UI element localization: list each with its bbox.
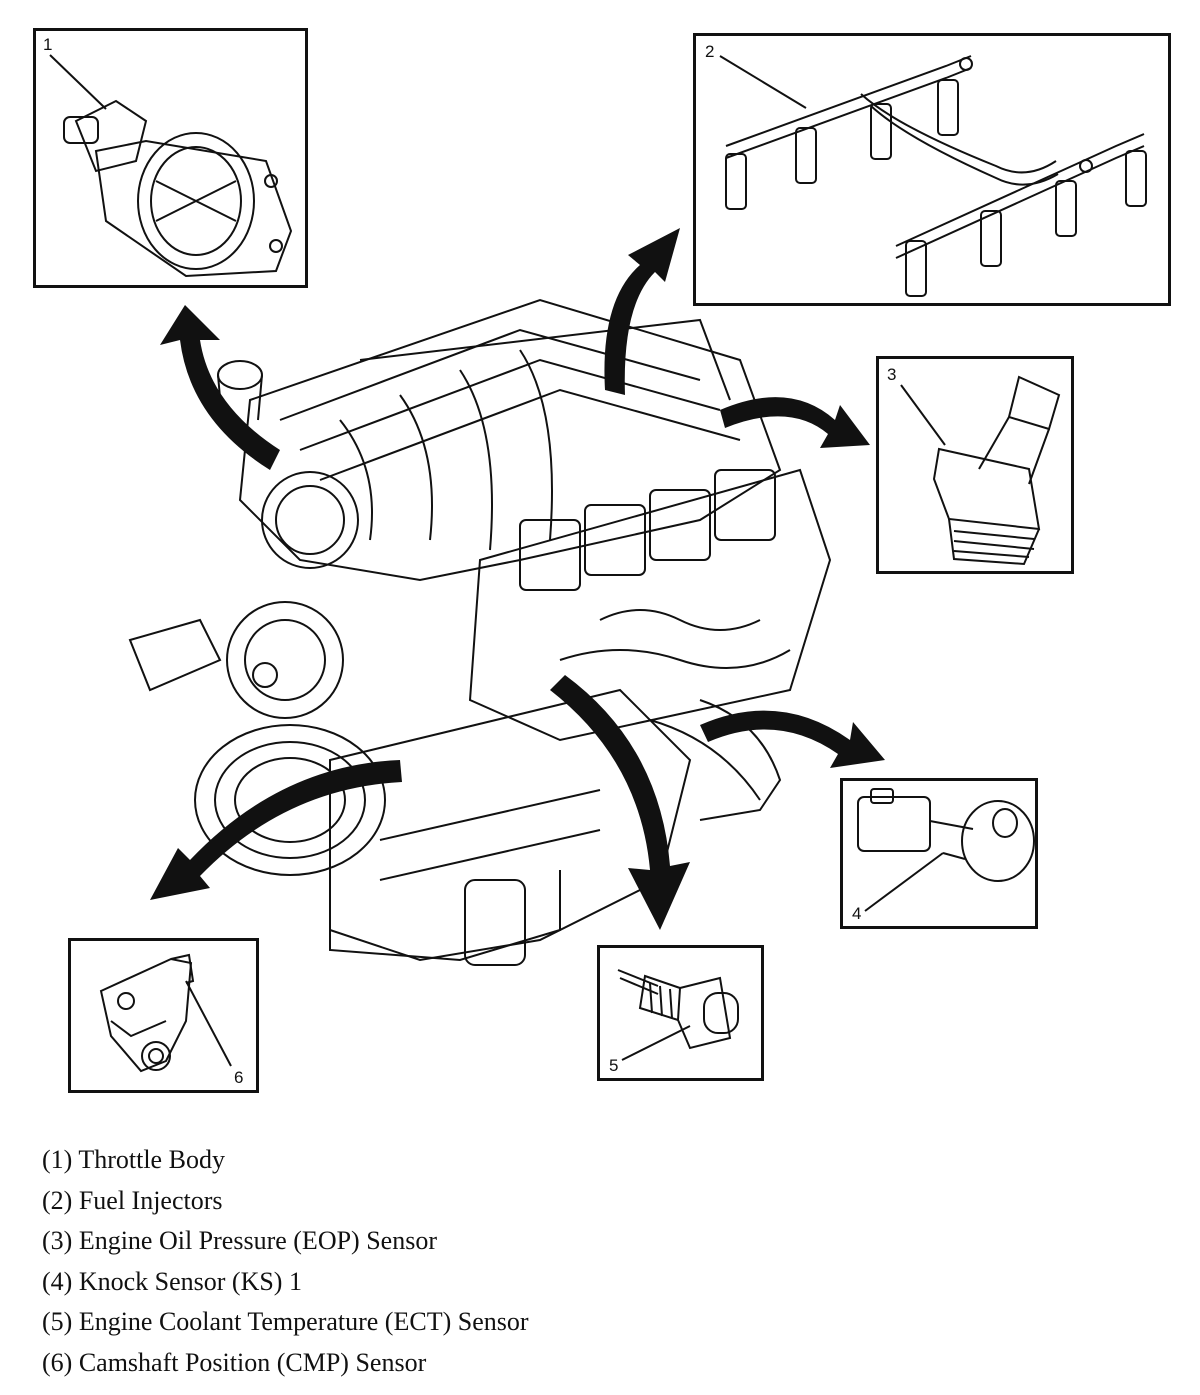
arrow-to-knock-sensor [700,710,885,768]
legend-item-ect-sensor: (5) Engine Coolant Temperature (ECT) Sen… [42,1307,529,1336]
knock-sensor-panel: 4 [840,778,1038,929]
arrow-to-cmp-sensor [150,760,402,900]
legend-item-cmp-sensor: (6) Camshaft Position (CMP) Sensor [42,1347,427,1377]
callout-number-6: 6 [234,1068,244,1087]
callout-number-5: 5 [609,1056,619,1075]
callout-number-1: 1 [43,35,53,54]
arrow-to-fuel-injectors [604,228,680,395]
knock-sensor-icon [857,788,1035,912]
engine-illustration [128,298,832,966]
fuel-injectors-panel: 2 [693,33,1171,306]
fuel-injectors-icon [719,55,1147,297]
legend-item-throttle-body: (1) Throttle Body [42,1145,225,1174]
arrow-to-eop-sensor [720,397,870,448]
throttle-body-panel: 1 [33,28,308,288]
callout-number-3: 3 [887,365,897,384]
camshaft-sensor-icon [99,953,232,1073]
arrow-to-ect-sensor [550,675,690,930]
callout-number-4: 4 [852,904,862,923]
throttle-body-icon [49,54,293,278]
component-legend: (1) Throttle Body (2) Fuel Injectors (3)… [42,1140,529,1383]
eop-sensor-panel: 3 [876,356,1074,574]
legend-item-eop-sensor: (3) Engine Oil Pressure (EOP) Sensor [42,1226,437,1255]
arrow-to-throttle-body [160,305,280,470]
legend-item-knock-sensor: (4) Knock Sensor (KS) 1 [42,1266,302,1296]
legend-item-fuel-injectors: (2) Fuel Injectors [42,1185,223,1215]
coolant-temp-sensor-icon [617,969,739,1061]
ect-sensor-panel: 5 [597,945,764,1081]
cmp-sensor-panel: 6 [68,938,259,1093]
oil-pressure-sensor-icon [900,375,1061,566]
callout-number-2: 2 [705,42,715,61]
